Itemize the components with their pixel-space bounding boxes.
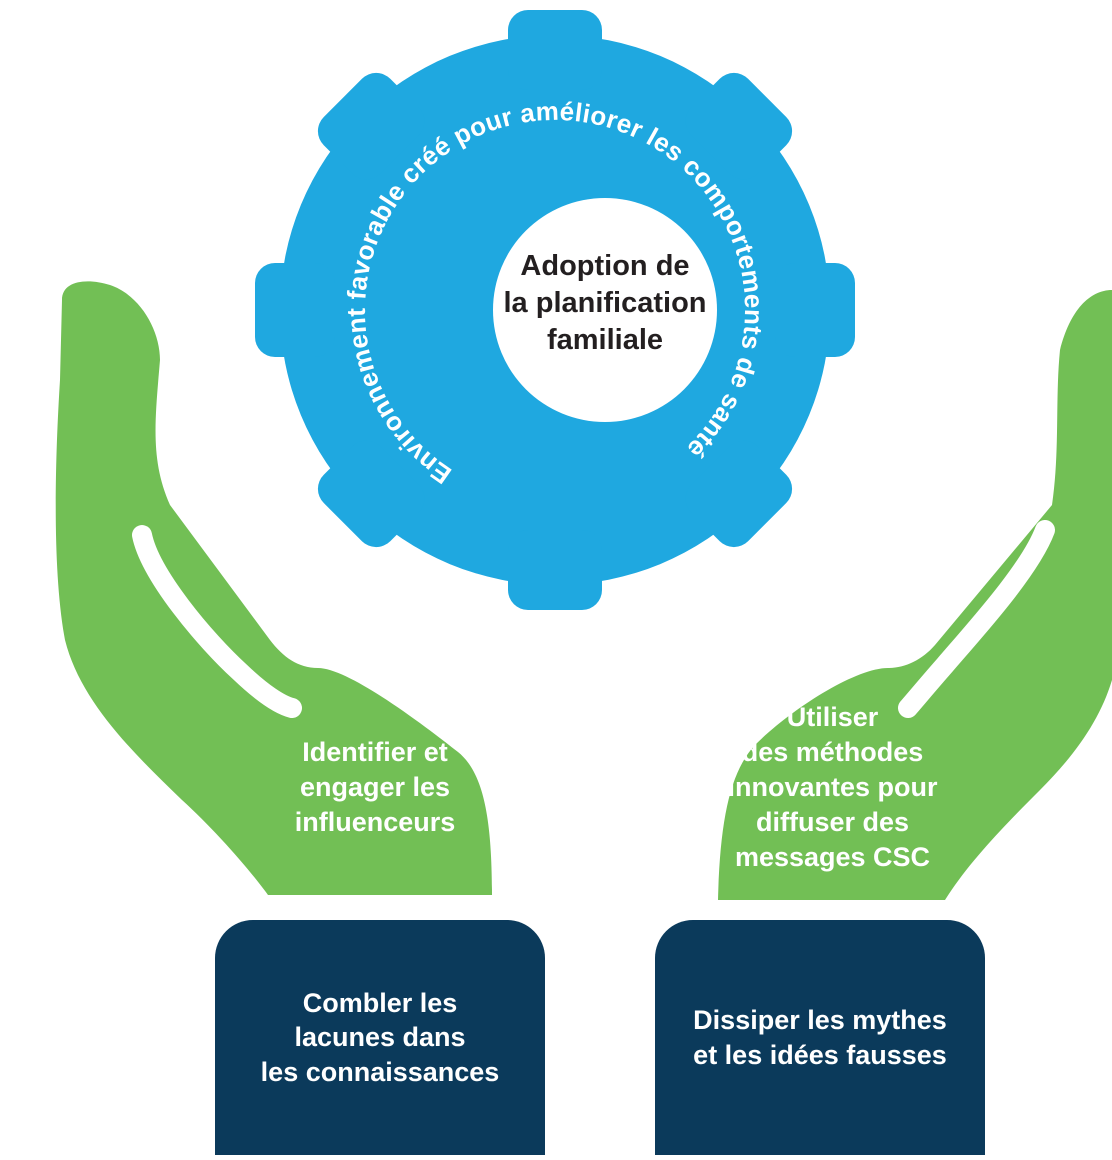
- box-myths: Dissiper les mythes et les idées fausses: [655, 920, 985, 1155]
- left-hand-gap: [132, 525, 302, 718]
- gear-shape: [255, 10, 855, 610]
- gear-center-circle: [493, 198, 717, 422]
- left-hand-shape: [55, 281, 493, 895]
- box-knowledge-gaps: Combler les lacunes dans les connaissanc…: [215, 920, 545, 1155]
- gear-center-label: Adoption de la planification familiale: [503, 250, 707, 356]
- right-hand-label: Utiliser des méthodes innovantes pour di…: [727, 702, 938, 873]
- right-hand-shape: [718, 290, 1112, 900]
- left-hand-label: Identifier et engager les influenceurs: [294, 737, 456, 838]
- right-hand-gap: [898, 520, 1055, 718]
